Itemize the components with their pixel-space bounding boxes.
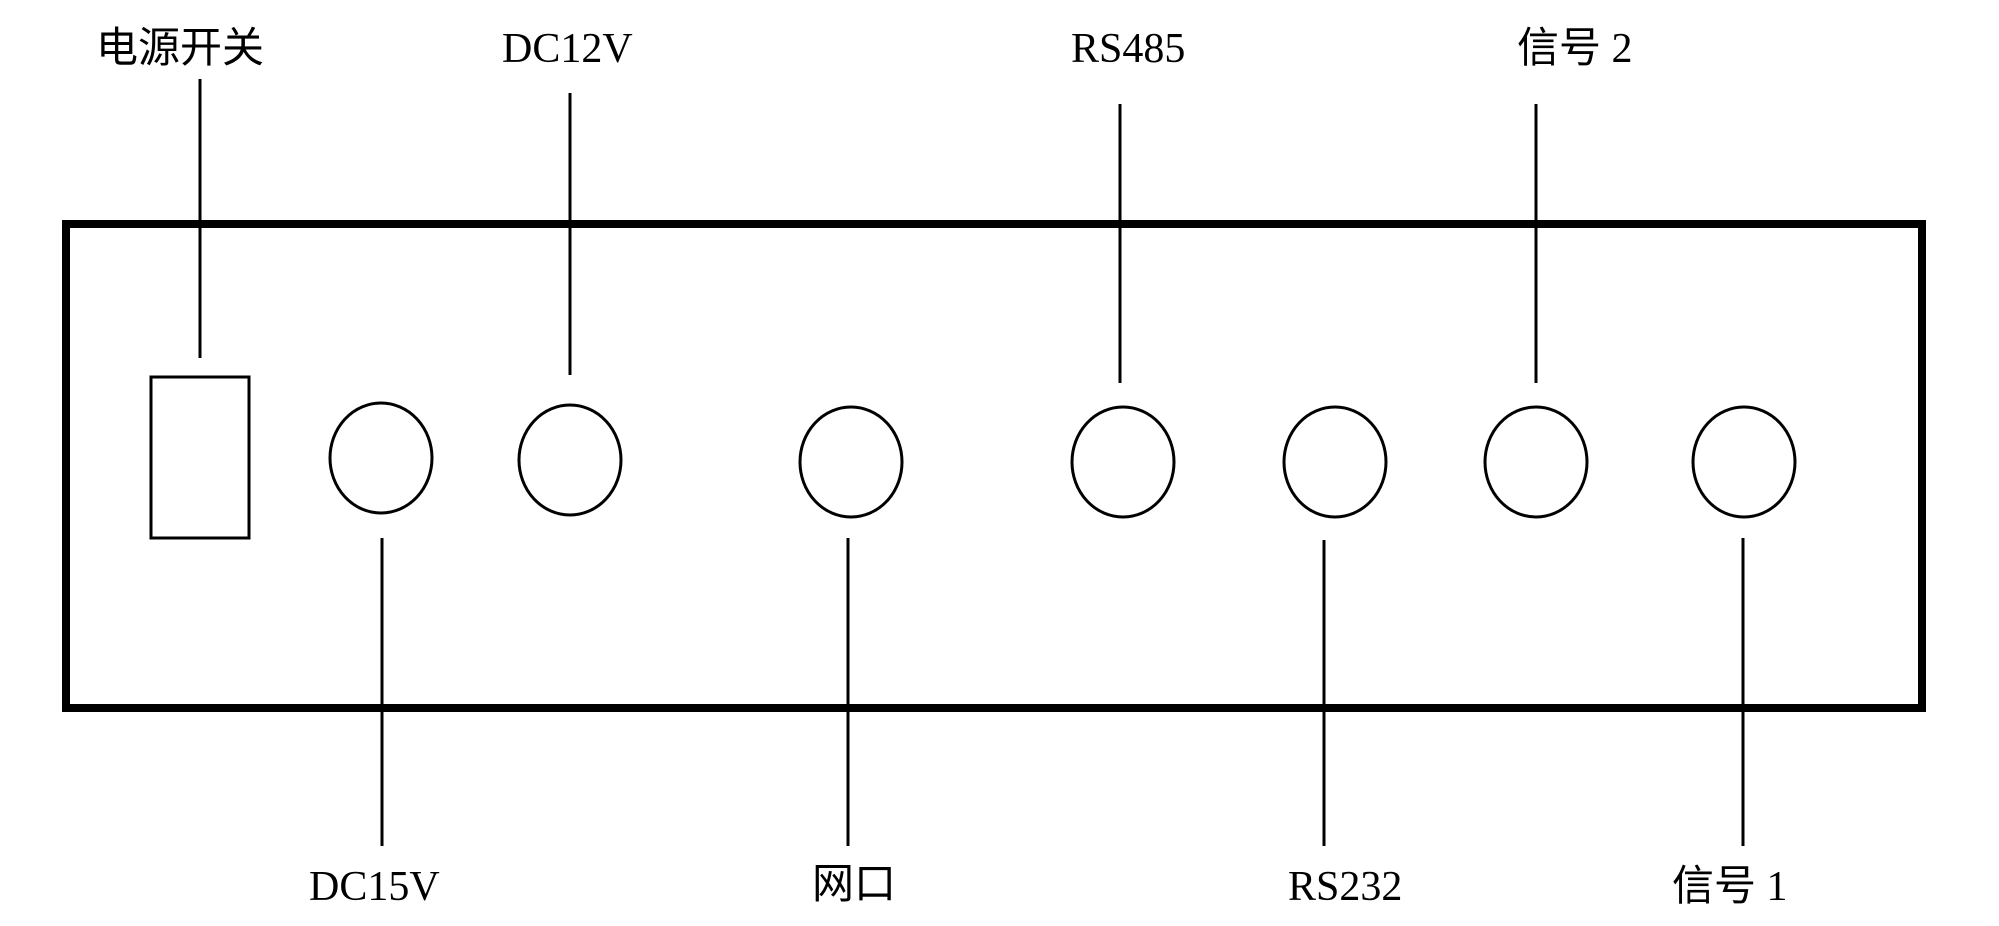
label-dc15v: DC15V — [309, 864, 440, 910]
label-signal-1: 信号 1 — [1672, 864, 1788, 910]
label-power-switch: 电源开关 — [96, 26, 264, 72]
port-rs232 — [1282, 405, 1388, 519]
label-rs485: RS485 — [1071, 26, 1185, 72]
power-switch-rect — [149, 375, 251, 540]
port-network — [798, 405, 904, 519]
label-signal-2: 信号 2 — [1517, 26, 1633, 72]
label-network-port: 网口 — [812, 862, 896, 908]
label-rs232: RS232 — [1288, 864, 1402, 910]
label-dc12v: DC12V — [502, 26, 633, 72]
port-dc15v — [328, 401, 434, 515]
port-dc12v — [517, 403, 623, 517]
port-signal-2 — [1483, 405, 1589, 519]
device-panel — [62, 220, 1926, 712]
port-signal-1 — [1691, 405, 1797, 519]
port-rs485 — [1070, 405, 1176, 519]
